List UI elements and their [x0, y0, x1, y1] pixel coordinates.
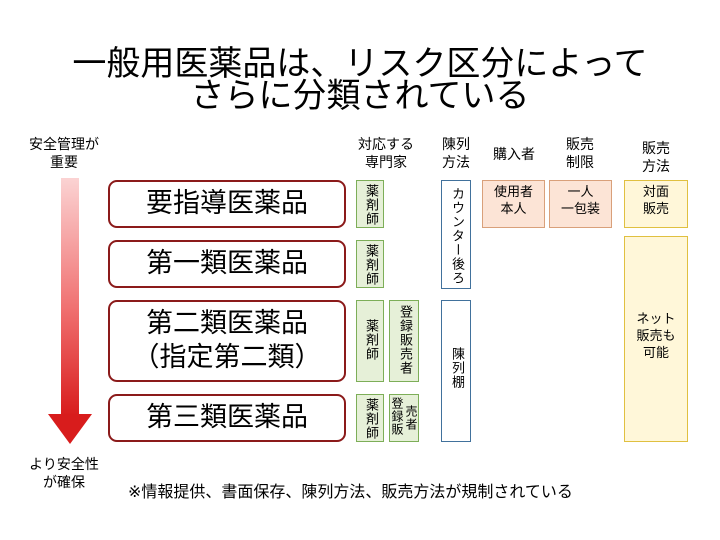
- category-class-3: 第三類医薬品: [108, 394, 346, 442]
- header-limit-line-1: 販売: [566, 137, 594, 153]
- header-expert-line-2: 専門家: [365, 155, 407, 171]
- header-display-line-2: 方法: [442, 155, 470, 171]
- category-class-3-label: 第三類医薬品: [146, 402, 308, 433]
- method-online-line-2: 販売も: [636, 329, 676, 344]
- axis-bottom-line-2: が確保: [43, 475, 85, 491]
- display-shelf: 陳列棚: [441, 300, 471, 442]
- title-line-1: 一般用医薬品は、リスク区分によって: [72, 44, 648, 84]
- method-online-line-3: 可能: [642, 346, 669, 361]
- axis-top-line-2: 重要: [50, 155, 78, 171]
- expert-pharmacist-c2-label: 薬剤師: [363, 244, 378, 286]
- category-class-2: 第二類医薬品 （指定第二類）: [108, 300, 346, 382]
- expert-pharmacist-c3-label: 薬剤師: [363, 319, 378, 361]
- expert-pharmacist-c1-label: 薬剤師: [363, 184, 378, 226]
- expert-registered-seller-c4-left: 売者: [404, 405, 418, 431]
- expert-pharmacist-c3: 薬剤師: [356, 300, 384, 382]
- method-online-allowed: ネット 販売も 可能: [624, 236, 688, 442]
- method-face-to-face-line-1: 対面: [642, 185, 669, 200]
- expert-pharmacist-c4-label: 薬剤師: [363, 398, 378, 440]
- category-requires-guidance-label: 要指導医薬品: [146, 188, 308, 219]
- expert-registered-seller-c4-right: 登録販: [390, 397, 404, 436]
- expert-pharmacist-c4: 薬剤師: [356, 394, 384, 442]
- header-display-line-1: 陳列: [442, 137, 470, 153]
- header-buyer: 購入者: [493, 147, 535, 163]
- axis-bottom-label: より安全性 が確保: [14, 456, 114, 492]
- header-limit-line-2: 制限: [566, 155, 594, 171]
- category-class-2-label: 第二類医薬品: [146, 308, 308, 339]
- footnote: ※情報提供、書面保存、陳列方法、販売方法が規制されている: [128, 482, 573, 501]
- axis-bottom-line-1: より安全性: [29, 457, 99, 473]
- category-class-1-label: 第一類医薬品: [146, 248, 308, 279]
- expert-registered-seller-c3-label: 登録販売者: [397, 305, 412, 375]
- method-face-to-face: 対面 販売: [624, 180, 688, 228]
- category-requires-guidance: 要指導医薬品: [108, 180, 346, 228]
- axis-top-line-1: 安全管理が: [29, 137, 99, 153]
- arrow-head: [48, 414, 92, 444]
- header-limit: 販売 制限: [548, 136, 612, 172]
- axis-top-label: 安全管理が 重要: [14, 136, 114, 172]
- method-face-to-face-line-2: 販売: [642, 202, 669, 217]
- header-expert-line-1: 対応する: [358, 137, 414, 153]
- title-line-2: さらに分類されている: [190, 76, 530, 116]
- expert-pharmacist-c2: 薬剤師: [356, 240, 384, 288]
- safety-arrow: [48, 178, 92, 444]
- sales-limit-line-1: 一人: [567, 185, 594, 200]
- display-behind-counter: カウンター後ろ: [441, 180, 471, 289]
- category-class-2-designated-label: （指定第二類）: [132, 342, 322, 373]
- header-method-line-2: 方法: [642, 159, 670, 175]
- category-class-1: 第一類医薬品: [108, 240, 346, 288]
- buyer-user-only: 使用者 本人: [482, 180, 545, 228]
- header-expert: 対応する 専門家: [350, 136, 422, 172]
- header-method: 販売 方法: [624, 140, 688, 176]
- method-online-line-1: ネット: [636, 312, 676, 327]
- expert-registered-seller-c4: 登録販 売者: [389, 394, 419, 442]
- sales-limit-line-2: 一包装: [560, 202, 600, 217]
- display-shelf-label: 陳列棚: [449, 347, 464, 389]
- arrow-shaft: [61, 178, 79, 416]
- header-display: 陳列 方法: [436, 136, 476, 172]
- expert-pharmacist-c1: 薬剤師: [356, 180, 384, 228]
- buyer-line-2: 本人: [500, 202, 527, 217]
- expert-registered-seller-c3: 登録販売者: [389, 300, 419, 382]
- buyer-line-1: 使用者: [493, 185, 533, 200]
- display-behind-counter-label: カウンター後ろ: [449, 187, 464, 285]
- header-method-line-1: 販売: [642, 141, 670, 157]
- sales-limit-one-package: 一人 一包装: [549, 180, 612, 228]
